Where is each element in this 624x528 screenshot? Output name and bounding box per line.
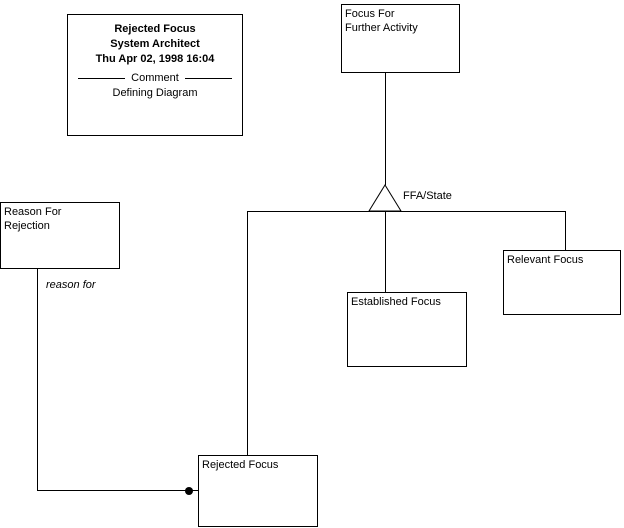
node-rejected-focus[interactable]: Rejected Focus xyxy=(198,455,318,527)
title-comment-divider: Comment xyxy=(78,71,232,86)
node-relevant-focus[interactable]: Relevant Focus xyxy=(503,250,621,315)
title-diagram-name: Rejected Focus xyxy=(114,23,196,35)
title-tool-name: System Architect xyxy=(110,38,200,50)
connector-reason-horizontal[interactable] xyxy=(37,490,198,491)
title-comment-label: Comment xyxy=(131,72,179,84)
connector-rail-to-rejected-focus[interactable] xyxy=(247,211,248,455)
node-reason-for-rejection[interactable]: Reason For Rejection xyxy=(0,202,120,269)
divider-rule-right xyxy=(184,78,232,79)
connector-reason-vertical[interactable] xyxy=(37,269,38,491)
relationship-endpoint-dot-icon xyxy=(185,487,193,495)
connector-ffa-to-triangle[interactable] xyxy=(385,73,386,185)
node-established-focus[interactable]: Established Focus xyxy=(347,292,467,367)
connector-rail-to-established-focus[interactable] xyxy=(385,211,386,292)
connector-rail-to-relevant-focus[interactable] xyxy=(565,211,566,250)
node-focus-for-further-activity[interactable]: Focus For Further Activity xyxy=(341,4,460,73)
connector-subtype-rail[interactable] xyxy=(247,211,566,212)
subtype-triangle-icon[interactable] xyxy=(368,184,402,212)
divider-rule-left xyxy=(78,78,126,79)
title-comment-text: Defining Diagram xyxy=(112,87,198,99)
relationship-edge-label: reason for xyxy=(46,279,96,291)
title-timestamp: Thu Apr 02, 1998 16:04 xyxy=(95,53,215,65)
subtype-edge-label: FFA/State xyxy=(403,190,452,202)
diagram-title-box[interactable]: Rejected Focus System Architect Thu Apr … xyxy=(67,14,243,136)
